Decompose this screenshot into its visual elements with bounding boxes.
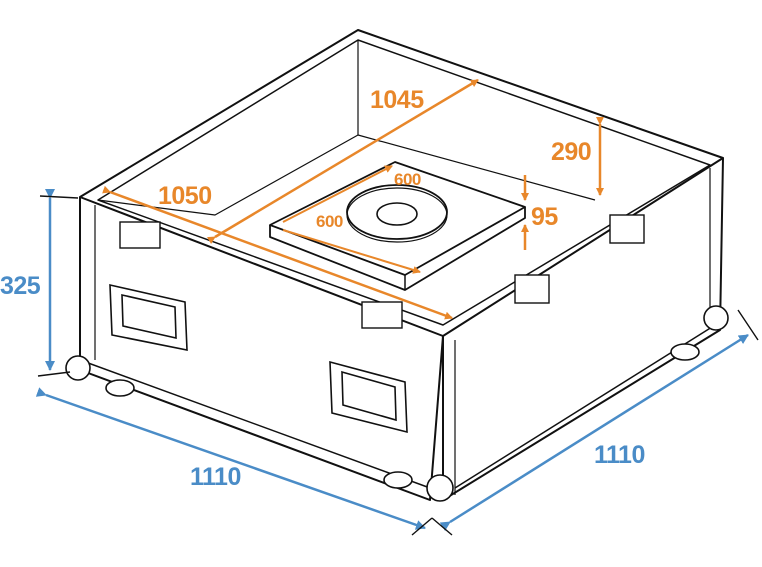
wheel-icon [105,379,135,397]
extension-lines [37,195,759,536]
inner-width-label: 1050 [158,182,212,210]
inner-dimension-lines [102,78,604,320]
corner-ball-icon [426,474,454,502]
latches [119,214,645,329]
inner-height-label: 290 [551,138,592,166]
wheel-icon [670,343,700,361]
platform-width-a-label: 600 [394,170,421,189]
outer-width-label: 1110 [190,463,241,491]
corner-ball-icon [65,355,91,381]
outer-height-label: 325 [0,272,41,300]
inner-length-label: 1045 [370,86,424,114]
handle-icon-front-right [329,360,408,434]
platform-height-label: 95 [531,203,558,231]
outer-dimension-lines [35,189,749,532]
latch-icon [514,274,550,304]
latch-icon [119,221,161,249]
wheel-icon [383,471,413,489]
latch-icon [609,214,645,244]
latch-icon [361,301,403,329]
platform-width-b-label: 600 [316,212,343,231]
handle-icon-front-left [109,283,188,351]
corner-ball-icon [703,305,729,331]
outer-depth-label: 1110 [594,441,645,469]
